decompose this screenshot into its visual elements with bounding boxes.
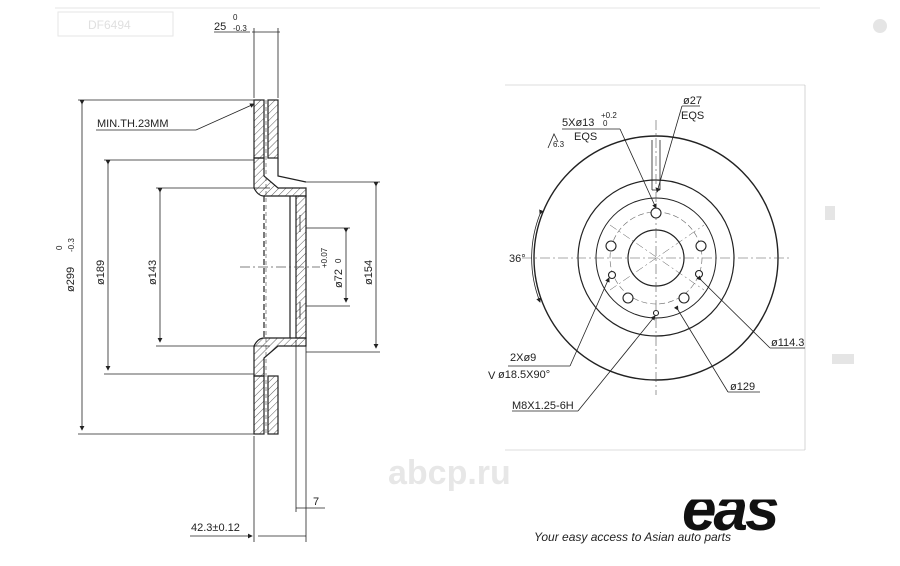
label-dia-72: ø72: [333, 269, 345, 288]
bolt-hole: [695, 240, 707, 252]
bolt-hole: [605, 240, 617, 252]
label-bolt-holes-eqs: EQS: [574, 131, 597, 143]
label-countersink: ø18.5X90°: [498, 369, 550, 381]
front-view: 36° 5Xø13 +0.2 0 EQS 6.3 ø27 EQS 2Xø9 V …: [488, 84, 806, 451]
bolt-holes: [605, 207, 707, 317]
side-view: ø299 0 -0.3 ø189 ø143 ø72 +0.07 0: [55, 13, 380, 542]
label-dia-129: ø129: [730, 381, 755, 393]
pin-holes-leader: [508, 277, 610, 367]
label-dia-299: ø299: [65, 267, 77, 292]
label-top-tol-lower: -0.3: [233, 24, 247, 33]
rotor-section-upper: [253, 99, 307, 197]
label-dia-143: ø143: [147, 260, 159, 285]
label-dia-154: ø154: [363, 260, 375, 285]
bolt-hole: [678, 292, 690, 304]
bolt-hole: [650, 207, 662, 219]
bolt-holes-leader: [562, 128, 657, 209]
threaded-hole: [694, 269, 704, 279]
drawing-frame: [55, 7, 820, 37]
label-thread: M8X1.25-6H: [512, 400, 574, 412]
label-top-25: 25: [214, 21, 226, 33]
label-slots: ø27: [683, 95, 702, 107]
threaded-hole: [607, 270, 617, 280]
label-dia-72-tol-upper: +0.07: [320, 247, 329, 268]
roughness-symbol: [547, 133, 559, 149]
label-angle: 36°: [509, 253, 526, 265]
slots-leader: [655, 105, 700, 193]
angle-arc: [531, 209, 544, 303]
label-bolt-holes-tol-upper: +0.2: [601, 111, 617, 120]
rotor-section-lower: [253, 337, 307, 435]
label-top-tol-upper: 0: [233, 13, 238, 22]
countersink-symbol: V: [488, 370, 496, 382]
label-roughness: 6.3: [553, 140, 565, 149]
dim-143: [156, 187, 270, 347]
faded-marks: [825, 19, 887, 364]
label-min-thickness: MIN.TH.23MM: [97, 118, 169, 130]
eas-logo: eas Your easy access to Asian auto parts: [534, 475, 864, 544]
label-pin-holes: 2Xø9: [510, 352, 536, 364]
label-slots-eqs: EQS: [681, 110, 704, 122]
watermark: abcp.ru: [388, 454, 511, 492]
watermark-text: abcp.ru: [388, 454, 511, 492]
label-dia-299-tol-upper: 0: [55, 245, 64, 250]
label-hub-thickness: 7: [313, 496, 319, 508]
label-bolt-holes: 5Xø13: [562, 117, 594, 129]
label-bolt-holes-tol-lower: 0: [603, 119, 608, 128]
label-total-height: 42.3±0.12: [191, 522, 240, 534]
dim-outer-diameter: [78, 99, 254, 435]
dim-top-thickness: [214, 28, 280, 98]
logo-tagline: Your easy access to Asian auto parts: [534, 530, 731, 544]
dim-total-height: [190, 340, 325, 542]
min-thickness-leader: [96, 103, 255, 131]
label-dia-72-tol-lower: 0: [334, 258, 343, 263]
pin-hole: [652, 309, 660, 317]
faded-part-number: DF6494: [88, 18, 131, 32]
label-dia-299-tol-lower: -0.3: [67, 238, 76, 252]
label-pcd: ø114.3: [771, 337, 804, 349]
pcd-leader: [696, 275, 805, 349]
dim-72: [306, 227, 350, 307]
bolt-hole: [622, 292, 634, 304]
logo-text: eas: [682, 475, 778, 544]
dim-154: [306, 181, 380, 353]
dia-129-leader: [673, 305, 760, 393]
dim-189: [104, 159, 254, 375]
thread-leader: [512, 315, 656, 412]
label-dia-189: ø189: [95, 260, 107, 285]
